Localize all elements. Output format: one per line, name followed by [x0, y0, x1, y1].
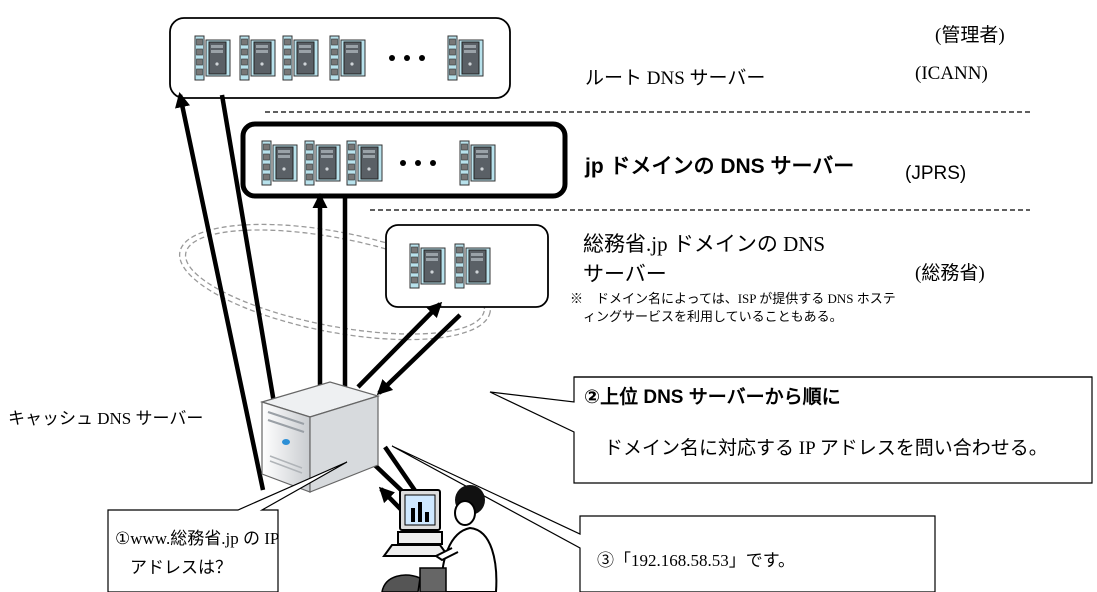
root-server-5-icon — [447, 35, 484, 81]
jp-dns-admin: (JPRS) — [905, 163, 967, 184]
step1-line2: アドレスは？ — [130, 558, 232, 577]
soumu-server-2-icon — [454, 243, 491, 289]
step1-line1: ①www.総務省.jp の IP — [115, 529, 280, 548]
cache-dns-label: キャッシュ DNS サーバー — [8, 409, 204, 428]
callout-step1 — [107, 461, 348, 592]
cache-dns-server — [259, 381, 381, 493]
root-server-3-icon — [282, 35, 319, 81]
server-racks — [194, 35, 496, 289]
admin-header: (管理者) — [935, 25, 1005, 46]
user-at-computer — [381, 485, 498, 592]
root-ellipsis — [389, 55, 425, 61]
root-dns-label: ルート DNS サーバー — [585, 68, 766, 89]
root-server-2-icon — [239, 35, 276, 81]
soumu-dns-label-line2: サーバー — [583, 262, 667, 286]
step3-text: ③「192.168.58.53」です。 — [597, 551, 796, 570]
root-server-1-icon — [194, 35, 231, 81]
jp-ellipsis — [400, 160, 436, 166]
jp-server-3-icon — [346, 140, 383, 186]
callout-step2 — [489, 376, 1093, 484]
root-dns-admin: (ICANN) — [915, 63, 988, 84]
arrow-query-root — [175, 92, 266, 491]
note-line2: ィングサービスを利用していることもある。 — [583, 309, 843, 324]
jp-server-1-icon — [261, 140, 298, 186]
step2-title: ②上位 DNS サーバーから順に — [584, 387, 841, 408]
arrow-query-soumu — [356, 301, 443, 389]
arrow-answer-soumu — [376, 313, 462, 396]
note-line1: ※ ドメイン名によっては、ISP が提供する DNS ホステ — [570, 291, 896, 306]
step2-body: ドメイン名に対応する IP アドレスを問い合わせる。 — [604, 438, 1048, 459]
soumu-dns-label-line1: 総務省.jp ドメインの DNS — [583, 232, 826, 256]
jp-server-2-icon — [304, 140, 341, 186]
jp-server-4-icon — [459, 140, 496, 186]
root-dns-box — [169, 17, 511, 99]
callout-step3 — [391, 445, 936, 592]
soumu-dns-admin: (総務省) — [915, 263, 985, 284]
soumu-server-1-icon — [409, 243, 446, 289]
jp-dns-label: jp ドメインの DNS サーバー — [585, 155, 855, 178]
root-server-4-icon — [329, 35, 366, 81]
